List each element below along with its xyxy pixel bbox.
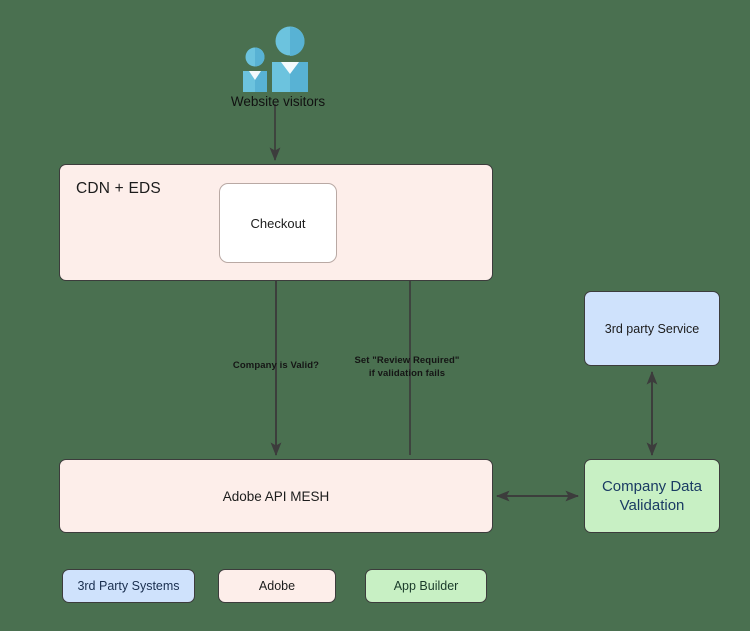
edge-label-company-is-valid: Company is Valid? <box>232 360 320 371</box>
legend-item-label: App Builder <box>393 579 459 593</box>
adobe-api-mesh-label: Adobe API MESH <box>222 488 330 504</box>
company-data-validation-label: Company Data Validation <box>601 477 703 514</box>
website-visitors-label: Website visitors <box>230 94 326 109</box>
edge-label-review-required: Set "Review Required" if validation fail… <box>354 355 460 379</box>
legend-item-3rd-party-systems[interactable]: 3rd Party Systems <box>62 569 195 603</box>
legend-item-label: 3rd Party Systems <box>77 579 180 593</box>
legend-item-label: Adobe <box>258 579 296 593</box>
website-visitors-icon <box>236 26 320 92</box>
checkout-node[interactable]: Checkout <box>219 183 337 263</box>
legend-item-app-builder[interactable]: App Builder <box>365 569 487 603</box>
legend: 3rd Party Systems Adobe App Builder <box>59 569 499 603</box>
adobe-api-mesh-node[interactable]: Adobe API MESH <box>59 459 493 533</box>
legend-item-adobe[interactable]: Adobe <box>218 569 336 603</box>
third-party-service-node[interactable]: 3rd party Service <box>584 291 720 366</box>
checkout-label: Checkout <box>250 215 306 231</box>
cdn-eds-label: CDN + EDS <box>76 180 161 197</box>
company-data-validation-node[interactable]: Company Data Validation <box>584 459 720 533</box>
third-party-service-label: 3rd party Service <box>604 321 700 336</box>
website-visitors-group: Website visitors <box>228 26 328 136</box>
